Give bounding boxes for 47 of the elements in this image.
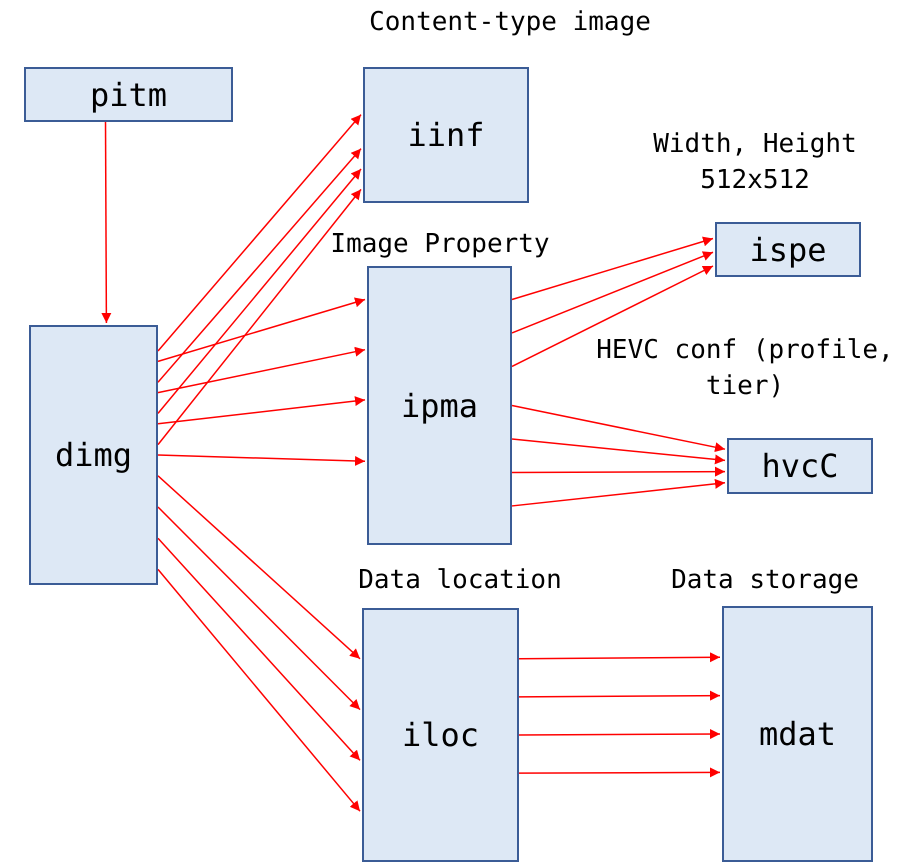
arrow [101,122,112,323]
arrow [158,396,366,425]
box-node [362,608,519,862]
arrow [519,690,720,701]
node-label: pitm [90,78,168,110]
arrow [512,404,726,452]
caption-text: Data storage [671,564,859,597]
box-node [722,606,873,862]
caption-text: Image Property [330,228,550,261]
arrow [512,466,725,477]
arrow [158,475,360,660]
arrow [512,236,714,300]
arrow [512,438,726,464]
node-label: dimg [54,439,132,471]
caption-text: Width, Height [653,128,857,161]
arrow [157,148,362,383]
node-label: mdat [758,718,836,750]
arrow [157,188,362,446]
arrow [157,506,361,710]
caption-text: Content-type image [369,6,651,39]
arrow [519,652,720,662]
arrow [512,251,714,334]
caption-text: 512x512 [700,164,810,197]
arrow [158,346,366,394]
box-node [363,67,529,203]
box-node [29,325,158,585]
arrow [157,538,361,761]
arrow [519,729,720,740]
box-node [367,266,512,545]
arrow [512,478,726,507]
node-label: ispe [749,234,827,266]
arrow [158,454,366,466]
arrow [512,265,714,368]
box-node [715,222,861,277]
caption-text: HEVC conf (profile, tier) [595,334,895,403]
caption-text: Data location [358,564,562,597]
arrow [158,298,366,362]
node-label: iloc [402,719,480,751]
arrow [157,114,362,352]
node-label: iinf [407,119,485,151]
node-label: ipma [400,390,478,422]
arrow [157,568,361,812]
box-node [727,438,873,494]
arrow [157,168,362,414]
arrow [519,767,720,778]
box-node [24,67,233,122]
node-label: hvcC [761,450,839,482]
